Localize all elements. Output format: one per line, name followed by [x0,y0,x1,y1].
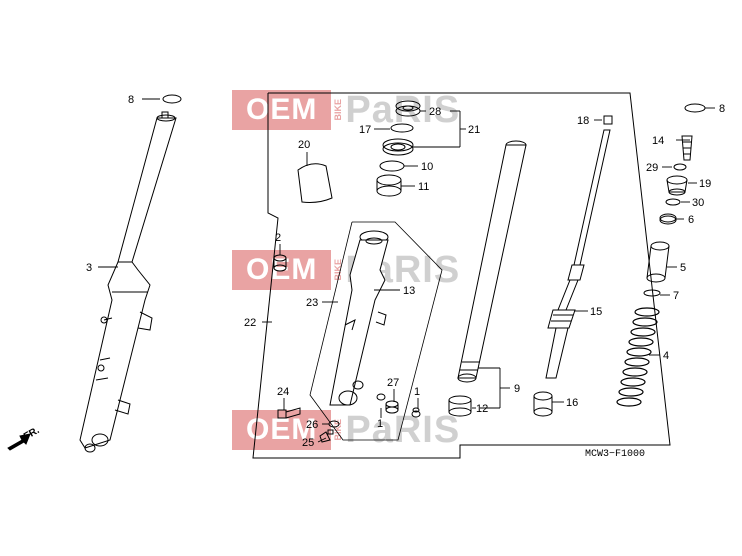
callout-15: 15 [590,306,602,318]
callout-13: 13 [403,285,415,297]
collar-2 [273,254,287,272]
callout-24: 24 [277,386,289,398]
callout-17: 17 [359,124,371,136]
callout-4: 4 [663,350,669,362]
callout-9: 9 [514,383,520,395]
fork-assembly-drawing [79,111,177,453]
spacer-5 [646,241,670,283]
clip-17 [390,123,414,133]
bolt-24 [277,407,301,419]
callout-22: 22 [244,317,256,329]
fork-guard-20 [297,163,333,203]
callout-11: 11 [418,181,429,193]
oil-seal-28 [395,100,421,117]
group-boundary [309,221,443,441]
washer-1 [376,393,421,418]
direction-label: FR. [22,425,42,443]
front-direction-arrow [7,433,31,451]
callout-1: 1 [414,386,420,398]
callout-3: 3 [86,262,92,274]
seal-21 [382,138,414,156]
callout-25: 25 [302,437,314,449]
bushing-12 [448,395,472,417]
spring-seat-19 [666,175,688,196]
fork-slider-13 [329,230,389,406]
diagram-code: MCW3−F1000 [585,449,645,460]
spring-4 [616,307,660,407]
callout-23: 23 [306,297,318,309]
callout-19: 19 [699,178,711,190]
nut-6 [659,213,677,225]
washer-30 [665,198,681,206]
callout-29: 29 [646,162,658,174]
callout-26: 26 [306,419,318,431]
bushing-11 [376,174,402,197]
o-ring-29 [673,163,687,171]
callout-21: 21 [468,124,480,136]
bolt-14 [681,135,693,161]
callout-1: 1 [377,418,383,430]
callout-28: 28 [429,106,441,118]
callout-labels: 8 3 8 20 2 28 17 21 10 11 13 23 22 18 14… [22,94,725,460]
callout-27: 27 [387,377,399,389]
callout-20: 20 [298,139,310,151]
callout-7: 7 [673,290,679,302]
assembly-boundary [252,92,671,459]
o-ring-8 [684,103,706,113]
oil-lock-16 [533,391,553,417]
callout-30: 30 [692,197,704,209]
o-ring-8 [162,94,182,104]
callout-8: 8 [128,94,134,106]
callout-8: 8 [719,103,725,115]
washer-26 [328,420,340,428]
callout-18: 18 [577,115,589,127]
callout-5: 5 [680,262,686,274]
screw-25 [319,429,334,443]
leader-lines [98,98,715,443]
washer-7 [643,289,661,297]
damper-rod-15 [545,115,613,379]
callout-14: 14 [652,135,664,147]
callout-12: 12 [476,403,488,415]
washer-10 [379,160,405,172]
fork-tube-9 [457,140,527,383]
callout-10: 10 [421,161,433,173]
bolt-27 [385,400,399,414]
callout-16: 16 [566,397,578,409]
callout-6: 6 [688,214,694,226]
callout-2: 2 [275,232,281,244]
